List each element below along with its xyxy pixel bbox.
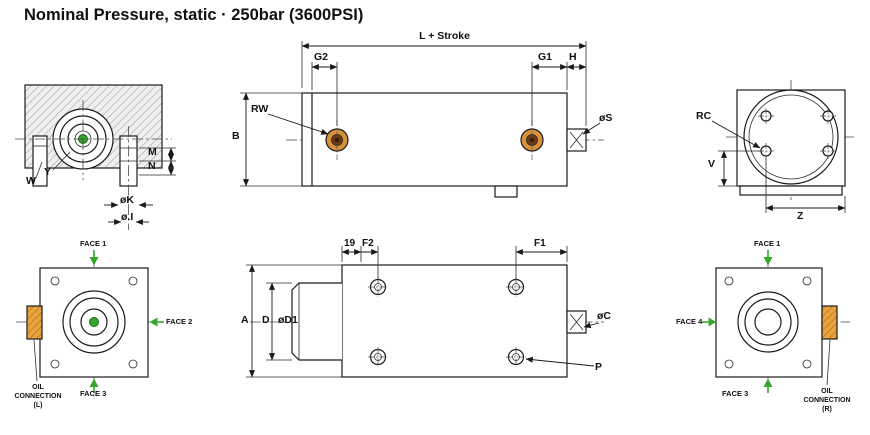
- dim-label-g2: G2: [314, 51, 329, 63]
- face-3-arrow-icon: [763, 378, 773, 393]
- face-3-arrow-icon: [89, 378, 99, 393]
- dim-label-v: V: [708, 158, 716, 170]
- mounting-hole: [368, 277, 388, 297]
- label-oc-port: øC: [597, 310, 611, 322]
- view-side: [240, 41, 604, 198]
- dim-label-l-stroke: L + Stroke: [419, 30, 470, 42]
- label-oil-connection-left: OIL CONNECTION (L): [14, 384, 62, 410]
- left-bolt: [32, 135, 48, 187]
- label-face-4: FACE 4: [676, 317, 703, 326]
- face-1-arrow-icon: [763, 250, 773, 266]
- leader-os: [582, 122, 601, 135]
- label-face-3-right: FACE 3: [722, 389, 749, 398]
- mounting-hole: [506, 277, 526, 297]
- dim-label-d: D: [262, 314, 270, 326]
- view-end-right: [702, 250, 850, 393]
- dim-label-f2: F2: [362, 238, 374, 249]
- bore-outline: [291, 282, 342, 361]
- mounting-hole: [368, 347, 388, 367]
- label-rw-port: RW: [251, 103, 269, 115]
- bolt-hole: [820, 143, 836, 159]
- dim-label-g1: G1: [538, 51, 553, 63]
- dim-label-p: P: [595, 361, 603, 373]
- oil-connection-block-right: [821, 305, 838, 340]
- label-rc-port: RC: [696, 110, 712, 122]
- dim-label-ok: øK: [120, 194, 134, 206]
- bolt-hole: [758, 143, 774, 159]
- oil-connection-block-left: [26, 305, 43, 340]
- dim-label-od1: øD1: [278, 314, 298, 326]
- dim-label-f1: F1: [534, 238, 546, 249]
- view-cross-section: [15, 84, 176, 230]
- mounting-hole: [506, 347, 526, 367]
- page-title: Nominal Pressure, static · 250bar (3600P…: [24, 6, 364, 24]
- face-1-arrow-icon: [89, 250, 99, 266]
- bolt-hole: [820, 108, 836, 124]
- piston-center-marker: [89, 317, 99, 327]
- leader-p: [525, 356, 595, 367]
- view-end-top: [711, 80, 856, 213]
- dim-label-y: Y: [44, 166, 52, 178]
- label-face-3-left: FACE 3: [80, 389, 107, 398]
- bolt-hole: [758, 108, 774, 124]
- leader-rw: [267, 113, 329, 135]
- dim-label-19: 19: [344, 238, 356, 249]
- face-4-arrow-icon: [702, 317, 716, 327]
- dim-label-h: H: [569, 51, 577, 63]
- dim-label-m: M: [148, 146, 157, 158]
- view-top: [246, 246, 604, 378]
- dim-label-w: W: [26, 175, 36, 187]
- dim-label-z: Z: [797, 210, 804, 222]
- leader-rc: [711, 120, 761, 149]
- dim-label-b: B: [232, 130, 240, 142]
- dim-label-n: N: [148, 160, 156, 172]
- view-front: [16, 250, 170, 393]
- label-oil-connection-right: OIL CONNECTION (R): [803, 388, 851, 414]
- face-2-arrow-icon: [149, 317, 164, 327]
- leader-oc: [583, 322, 600, 329]
- label-face-1-left: FACE 1: [80, 239, 107, 248]
- dim-label-oi: ø.I: [121, 211, 134, 223]
- dim-label-a: A: [241, 314, 249, 326]
- label-face-1-right: FACE 1: [754, 239, 781, 248]
- label-os-port: øS: [599, 112, 613, 124]
- label-face-2: FACE 2: [166, 317, 193, 326]
